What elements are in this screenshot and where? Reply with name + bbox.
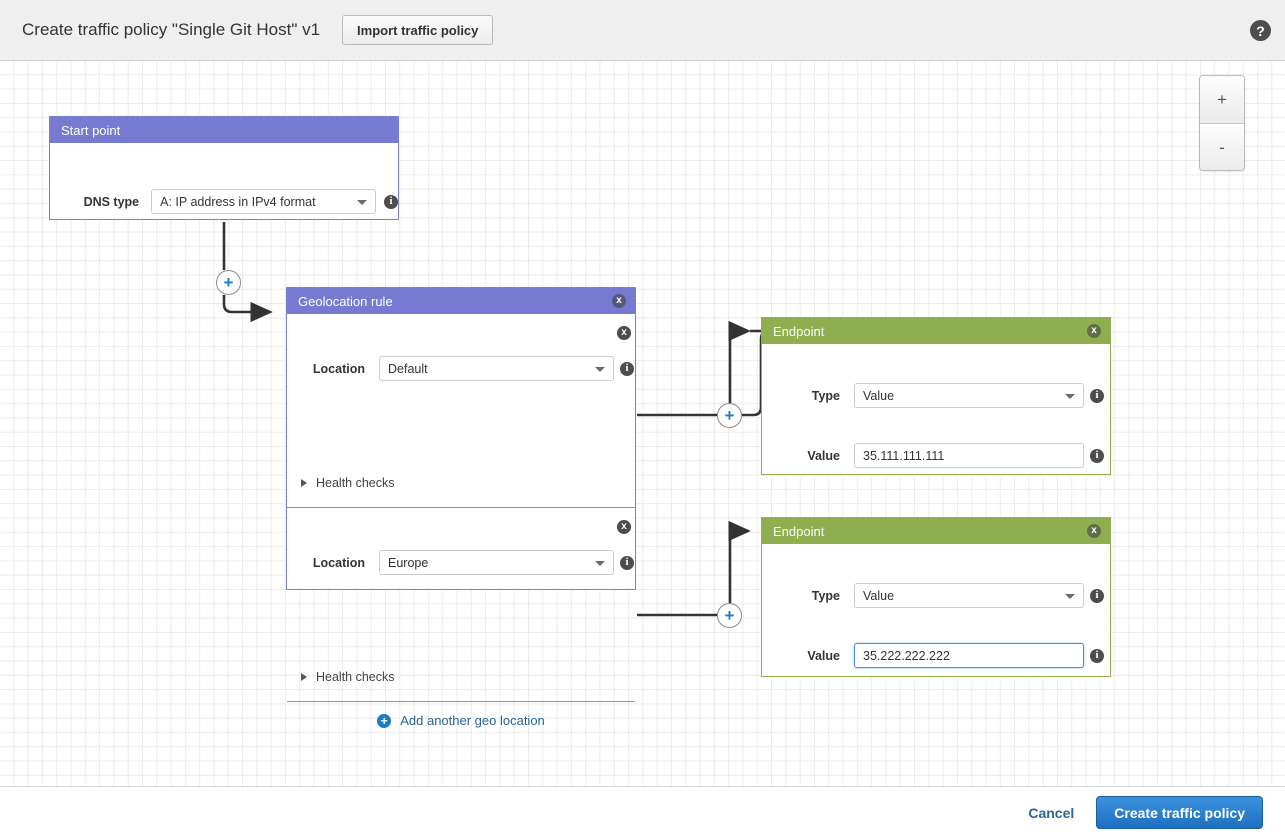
add-geo-location-label: Add another geo location [400,713,545,728]
chevron-down-icon [357,199,368,205]
location-select[interactable]: Default [379,356,614,381]
close-icon[interactable]: x [612,294,626,308]
dns-type-value: A: IP address in IPv4 format [160,194,316,209]
remove-location-icon[interactable]: x [617,326,631,340]
start-point-body: DNS type A: IP address in IPv4 format i [50,143,398,219]
location-info-icon[interactable]: i [620,555,634,570]
location-label: Location [312,555,365,570]
chevron-down-icon [1065,393,1075,399]
geolocation-rule-node[interactable]: Geolocation rule x x Location Default i … [286,287,636,728]
dns-type-label: DNS type [83,194,140,209]
chevron-down-icon [595,366,605,372]
help-icon[interactable]: ? [1250,20,1271,41]
endpoint-type-value: Value [863,588,895,603]
app-header: Create traffic policy "Single Git Host" … [0,0,1285,61]
plus-icon: + [377,713,392,728]
connector-edges [222,222,770,617]
chevron-down-icon [1065,593,1075,599]
zoom-in-button[interactable]: + [1200,76,1244,124]
start-point-title: Start point [61,122,121,138]
endpoint-value-input[interactable]: 35.111.111.111 [854,443,1084,468]
start-point-node[interactable]: Start point DNS type A: IP address in IP… [49,116,399,220]
dns-type-info-icon[interactable]: i [384,194,398,209]
health-checks-toggle-2[interactable]: Health checks [301,670,395,684]
endpoint-value-info-icon[interactable]: i [1090,448,1104,463]
chevron-right-icon [301,479,307,487]
geolocation-rule-header: Geolocation rule x [287,288,635,314]
location-label: Location [312,361,365,376]
endpoint-title: Endpoint [773,523,825,539]
endpoint-node-2[interactable]: Endpoint x Type Value i Value 35.222.222… [761,517,1111,677]
canvas-zoom-control[interactable]: + - [1199,75,1245,171]
start-point-header: Start point [50,117,398,143]
remove-location-icon[interactable]: x [617,520,631,534]
page-title: Create traffic policy "Single Git Host" … [22,20,321,39]
endpoint-value-label: Value [807,448,840,463]
location-value: Europe [388,555,429,570]
location-info-icon[interactable]: i [620,361,634,376]
dns-type-select[interactable]: A: IP address in IPv4 format [151,189,377,214]
geo-location-section-1: x Location Default i Health checks [287,314,635,507]
endpoint-value-label: Value [807,648,840,663]
endpoint-header: Endpoint x [762,318,1110,344]
health-checks-toggle-1[interactable]: Health checks [301,476,395,490]
geolocation-rule-title: Geolocation rule [298,293,393,309]
create-traffic-policy-button[interactable]: Create traffic policy [1096,796,1263,829]
connector-plus-node-3[interactable]: + [717,603,742,628]
endpoint-value-input[interactable]: 35.222.222.222 [854,643,1084,668]
chevron-down-icon [595,560,605,566]
endpoint-type-info-icon[interactable]: i [1090,388,1104,403]
endpoint-type-select[interactable]: Value [854,583,1084,608]
endpoint-header: Endpoint x [762,518,1110,544]
close-icon[interactable]: x [1087,524,1101,538]
cancel-button[interactable]: Cancel [1028,804,1075,821]
geo-location-section-2: x Location Europe i Health checks [287,507,635,701]
health-checks-label: Health checks [316,670,395,684]
endpoint-value-text: 35.111.111.111 [863,448,945,463]
policy-canvas[interactable]: Start point DNS type A: IP address in IP… [0,61,1285,786]
action-footer: Cancel Create traffic policy [0,786,1285,838]
connector-plus-node-1[interactable]: + [216,270,241,295]
endpoint-body: Type Value i Value 35.222.222.222 i [762,544,1110,676]
endpoint-type-value: Value [863,388,895,403]
import-traffic-policy-button[interactable]: Import traffic policy [342,15,494,45]
endpoint-type-label: Type [811,588,840,603]
add-geo-location-button[interactable]: + Add another geo location [287,701,635,739]
endpoint-title: Endpoint [773,323,825,339]
health-checks-label: Health checks [316,476,395,490]
zoom-out-button[interactable]: - [1200,124,1244,170]
location-select[interactable]: Europe [379,550,614,575]
endpoint-type-select[interactable]: Value [854,383,1084,408]
endpoint-body: Type Value i Value 35.111.111.111 i [762,344,1110,474]
close-icon[interactable]: x [1087,324,1101,338]
endpoint-value-info-icon[interactable]: i [1090,648,1104,663]
endpoint-type-label: Type [811,388,840,403]
connector-plus-node-2[interactable]: + [717,403,742,428]
chevron-right-icon [301,673,307,681]
endpoint-type-info-icon[interactable]: i [1090,588,1104,603]
endpoint-node-1[interactable]: Endpoint x Type Value i Value 35.111.111… [761,317,1111,475]
location-value: Default [388,361,428,376]
endpoint-value-text: 35.222.222.222 [863,648,950,663]
